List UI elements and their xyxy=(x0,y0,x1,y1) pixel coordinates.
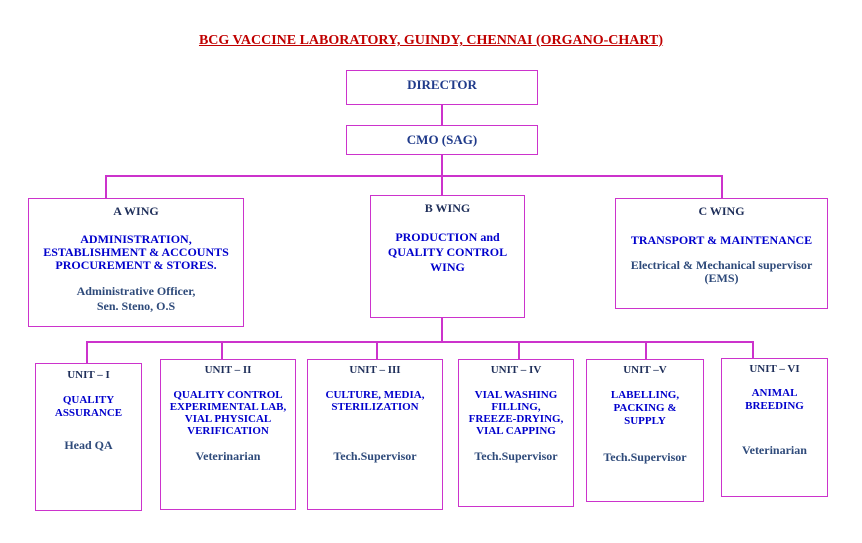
unit-2-function: EXPERIMENTAL LAB, xyxy=(169,401,287,413)
unit-3-function: STERILIZATION xyxy=(331,401,419,413)
cmo-box: CMO (SAG) xyxy=(346,125,538,155)
a-wing-staff: Sen. Steno, O.S xyxy=(96,299,176,313)
unit-4-box: UNIT – IV VIAL WASHING FILLING, FREEZE-D… xyxy=(458,359,574,507)
unit-4-title: UNIT – IV xyxy=(490,364,542,376)
unit-2-title: UNIT – II xyxy=(204,364,252,376)
b-wing-title: B WING xyxy=(424,201,471,215)
connector-unit-5 xyxy=(645,341,647,359)
unit-4-function: FREEZE-DRYING, xyxy=(468,413,564,425)
unit-6-title: UNIT – VI xyxy=(749,363,800,375)
a-wing-function: PROCUREMENT & STORES. xyxy=(55,258,217,272)
unit-2-box: UNIT – II QUALITY CONTROL EXPERIMENTAL L… xyxy=(160,359,296,510)
connector-units-bus xyxy=(86,341,753,343)
unit-1-function: QUALITY xyxy=(62,394,115,406)
unit-4-function: VIAL CAPPING xyxy=(476,425,556,437)
connector-a-wing xyxy=(105,175,107,199)
unit-1-function: ASSURANCE xyxy=(54,407,123,419)
connector-director-cmo xyxy=(441,104,443,126)
unit-1-box: UNIT – I QUALITY ASSURANCE Head QA xyxy=(35,363,142,511)
connector-unit-6 xyxy=(752,341,754,359)
unit-5-function: PACKING & xyxy=(613,402,677,414)
unit-5-function: SUPPLY xyxy=(624,415,666,427)
unit-6-function: ANIMAL xyxy=(751,387,798,399)
connector-cmo-wings xyxy=(441,154,443,175)
b-wing-function: QUALITY CONTROL xyxy=(387,245,508,259)
unit-4-head: Tech.Supervisor xyxy=(474,449,558,463)
unit-3-box: UNIT – III CULTURE, MEDIA, STERILIZATION… xyxy=(307,359,443,510)
director-label: DIRECTOR xyxy=(407,77,477,92)
c-wing-function: TRANSPORT & MAINTENANCE xyxy=(630,233,813,247)
chart-title: BCG VACCINE LABORATORY, GUINDY, CHENNAI … xyxy=(198,33,664,48)
c-wing-staff: Electrical & Mechanical supervisor xyxy=(630,258,813,272)
unit-6-head: Veterinarian xyxy=(742,443,807,457)
unit-1-title: UNIT – I xyxy=(67,369,110,381)
connector-unit-3 xyxy=(376,341,378,359)
unit-2-function: QUALITY CONTROL xyxy=(173,389,283,401)
c-wing-box: C WING TRANSPORT & MAINTENANCE Electrica… xyxy=(615,198,828,309)
a-wing-function: ESTABLISHMENT & ACCOUNTS xyxy=(43,245,229,259)
connector-unit-1 xyxy=(86,341,88,363)
a-wing-box: A WING ADMINISTRATION, ESTABLISHMENT & A… xyxy=(28,198,244,327)
unit-5-head: Tech.Supervisor xyxy=(603,450,687,464)
connector-unit-2 xyxy=(221,341,223,359)
b-wing-function: WING xyxy=(430,260,465,274)
connector-c-wing xyxy=(721,175,723,199)
unit-5-title: UNIT –V xyxy=(623,364,667,376)
b-wing-function: PRODUCTION and xyxy=(395,230,500,244)
connector-wings-bus xyxy=(105,175,722,177)
unit-5-function: LABELLING, xyxy=(610,389,680,401)
unit-6-box: UNIT – VI ANIMAL BREEDING Veterinarian xyxy=(721,358,828,497)
unit-5-box: UNIT –V LABELLING, PACKING & SUPPLY Tech… xyxy=(586,359,704,502)
unit-4-function: FILLING, xyxy=(491,401,541,413)
unit-2-function: VIAL PHYSICAL xyxy=(184,413,272,425)
unit-1-head: Head QA xyxy=(64,438,113,452)
b-wing-box: B WING PRODUCTION and QUALITY CONTROL WI… xyxy=(370,195,525,318)
c-wing-title: C WING xyxy=(698,204,745,218)
unit-3-function: CULTURE, MEDIA, xyxy=(325,389,425,401)
unit-2-head: Veterinarian xyxy=(195,449,261,463)
cmo-label: CMO (SAG) xyxy=(406,132,478,147)
director-box: DIRECTOR xyxy=(346,70,538,105)
unit-4-function: VIAL WASHING xyxy=(474,389,558,401)
unit-6-function: BREEDING xyxy=(745,400,804,412)
a-wing-function: ADMINISTRATION, xyxy=(80,232,192,246)
c-wing-staff: (EMS) xyxy=(704,271,739,285)
unit-3-head: Tech.Supervisor xyxy=(333,449,417,463)
a-wing-title: A WING xyxy=(113,204,159,218)
unit-2-function: VERIFICATION xyxy=(187,425,269,437)
connector-unit-4 xyxy=(518,341,520,359)
unit-3-title: UNIT – III xyxy=(349,364,401,376)
connector-b-units xyxy=(441,317,443,341)
a-wing-staff: Administrative Officer, xyxy=(76,284,196,298)
connector-b-wing xyxy=(441,175,443,196)
